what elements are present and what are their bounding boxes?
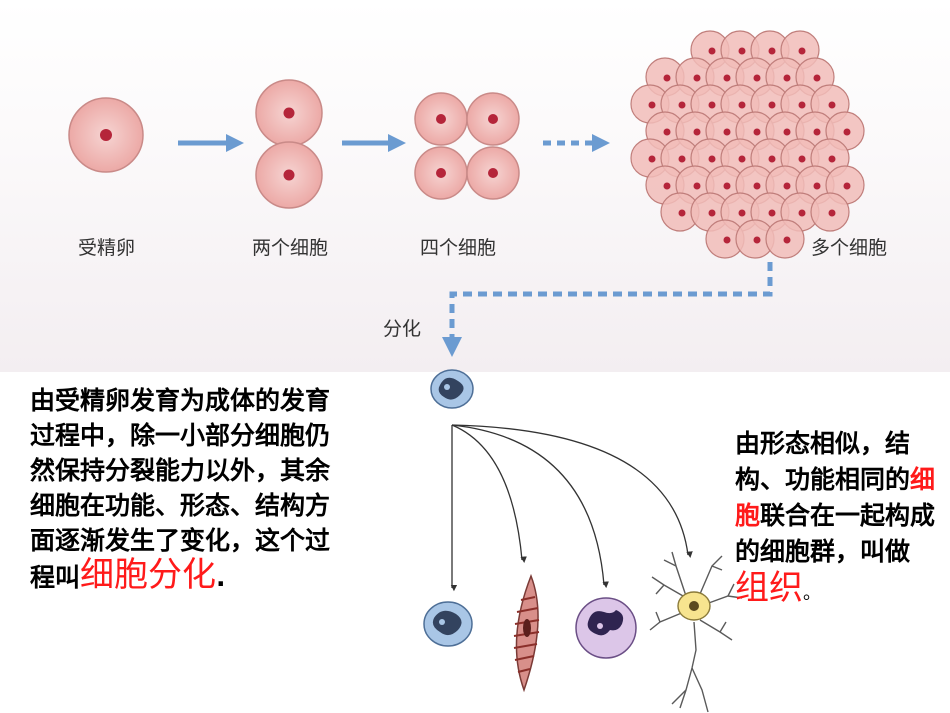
- label-differentiation: 分化: [383, 318, 422, 340]
- cluster-cell-nucleus: [738, 155, 746, 163]
- cell-differentiation-term: 细胞分化: [80, 555, 217, 595]
- label-four-cells: 四个细胞: [420, 237, 497, 259]
- tissue-term: 组织: [735, 568, 803, 608]
- cluster-cell-nucleus: [828, 155, 836, 163]
- cluster-cell-nucleus: [798, 155, 806, 163]
- cluster-cell-nucleus: [738, 101, 746, 109]
- cluster-cell-nucleus: [708, 155, 716, 163]
- left-paragraph-body: 由受精卵发育为成体的发育过程中，除一小部分细胞仍然保持分裂能力以外，其余细胞在功…: [30, 386, 331, 592]
- cluster-cell-nucleus: [648, 155, 656, 163]
- right-paragraph-tail: 。: [803, 583, 821, 604]
- cluster-cell-nucleus: [738, 209, 746, 217]
- right-paragraph-part2: 联合在一起构成的细胞群，叫做: [735, 501, 936, 566]
- cluster-cell-nucleus: [723, 128, 731, 136]
- arrow-1: [178, 134, 244, 152]
- white-blood-cell-icon: [575, 597, 637, 659]
- differentiation-arrow: [442, 262, 773, 357]
- many-cells-cluster: [630, 30, 865, 259]
- arrow-3-dashed: [543, 134, 610, 152]
- cluster-cell-nucleus: [708, 47, 716, 55]
- label-two-cells: 两个细胞: [252, 237, 329, 259]
- cluster-cell-nucleus: [753, 74, 761, 82]
- cluster-cell-nucleus: [783, 182, 791, 190]
- cluster-cell-nucleus: [693, 128, 701, 136]
- cluster-cell-nucleus: [813, 182, 821, 190]
- stem-cell-icon: [430, 369, 474, 409]
- cluster-cell-nucleus: [783, 236, 791, 244]
- cluster-cell-nucleus: [798, 209, 806, 217]
- cluster-cell-nucleus: [708, 101, 716, 109]
- fertilized-egg: [68, 97, 144, 173]
- cluster-cell-nucleus: [708, 209, 716, 217]
- cluster-cell-nucleus: [828, 209, 836, 217]
- cluster-cell-nucleus: [813, 128, 821, 136]
- label-many-cells: 多个细胞: [811, 237, 888, 259]
- branch-lines: [450, 424, 693, 592]
- left-paragraph: 由受精卵发育为成体的发育过程中，除一小部分细胞仍然保持分裂能力以外，其余细胞在功…: [30, 383, 350, 595]
- cluster-cell-nucleus: [723, 182, 731, 190]
- cluster-cell-nucleus: [663, 74, 671, 82]
- cluster-cell-nucleus: [768, 47, 776, 55]
- cluster-cell-nucleus: [783, 74, 791, 82]
- cluster-cell-nucleus: [723, 236, 731, 244]
- two-cells: [255, 79, 323, 209]
- cluster-cell-nucleus: [798, 101, 806, 109]
- cluster-cell-nucleus: [753, 182, 761, 190]
- neuron-icon: [649, 551, 743, 713]
- cluster-cell-nucleus: [648, 101, 656, 109]
- cluster-cell-nucleus: [678, 155, 686, 163]
- right-paragraph-part1: 由形态相似，结构、功能相同的: [735, 429, 911, 494]
- cell-term: 细胞: [735, 465, 936, 530]
- cluster-cell-nucleus: [768, 209, 776, 217]
- four-cells: [414, 92, 520, 200]
- cluster-cell-nucleus: [663, 128, 671, 136]
- cluster-cell-nucleus: [783, 128, 791, 136]
- cluster-cell-nucleus: [723, 74, 731, 82]
- cluster-cell-nucleus: [843, 128, 851, 136]
- cluster-cell-nucleus: [828, 101, 836, 109]
- cluster-cell-nucleus: [678, 209, 686, 217]
- muscle-cell-icon: [513, 573, 540, 693]
- cluster-cell-nucleus: [813, 74, 821, 82]
- cluster-cell-nucleus: [753, 128, 761, 136]
- cluster-cell-nucleus: [693, 74, 701, 82]
- cluster-cell-nucleus: [753, 236, 761, 244]
- left-paragraph-tail: .: [216, 563, 226, 592]
- cluster-cell-nucleus: [843, 182, 851, 190]
- cluster-cell-nucleus: [798, 47, 806, 55]
- cluster-cell-nucleus: [768, 101, 776, 109]
- cluster-cell-nucleus: [738, 47, 746, 55]
- cluster-cell-nucleus: [678, 101, 686, 109]
- label-fertilized-egg: 受精卵: [78, 237, 136, 259]
- cluster-cell-nucleus: [663, 182, 671, 190]
- cluster-cell-nucleus: [768, 155, 776, 163]
- cluster-cell-nucleus: [693, 182, 701, 190]
- blood-cell-icon: [423, 601, 473, 647]
- arrow-2: [342, 134, 406, 152]
- right-paragraph: 由形态相似，结构、功能相同的细胞联合在一起构成的细胞群，叫做组织。: [735, 426, 940, 612]
